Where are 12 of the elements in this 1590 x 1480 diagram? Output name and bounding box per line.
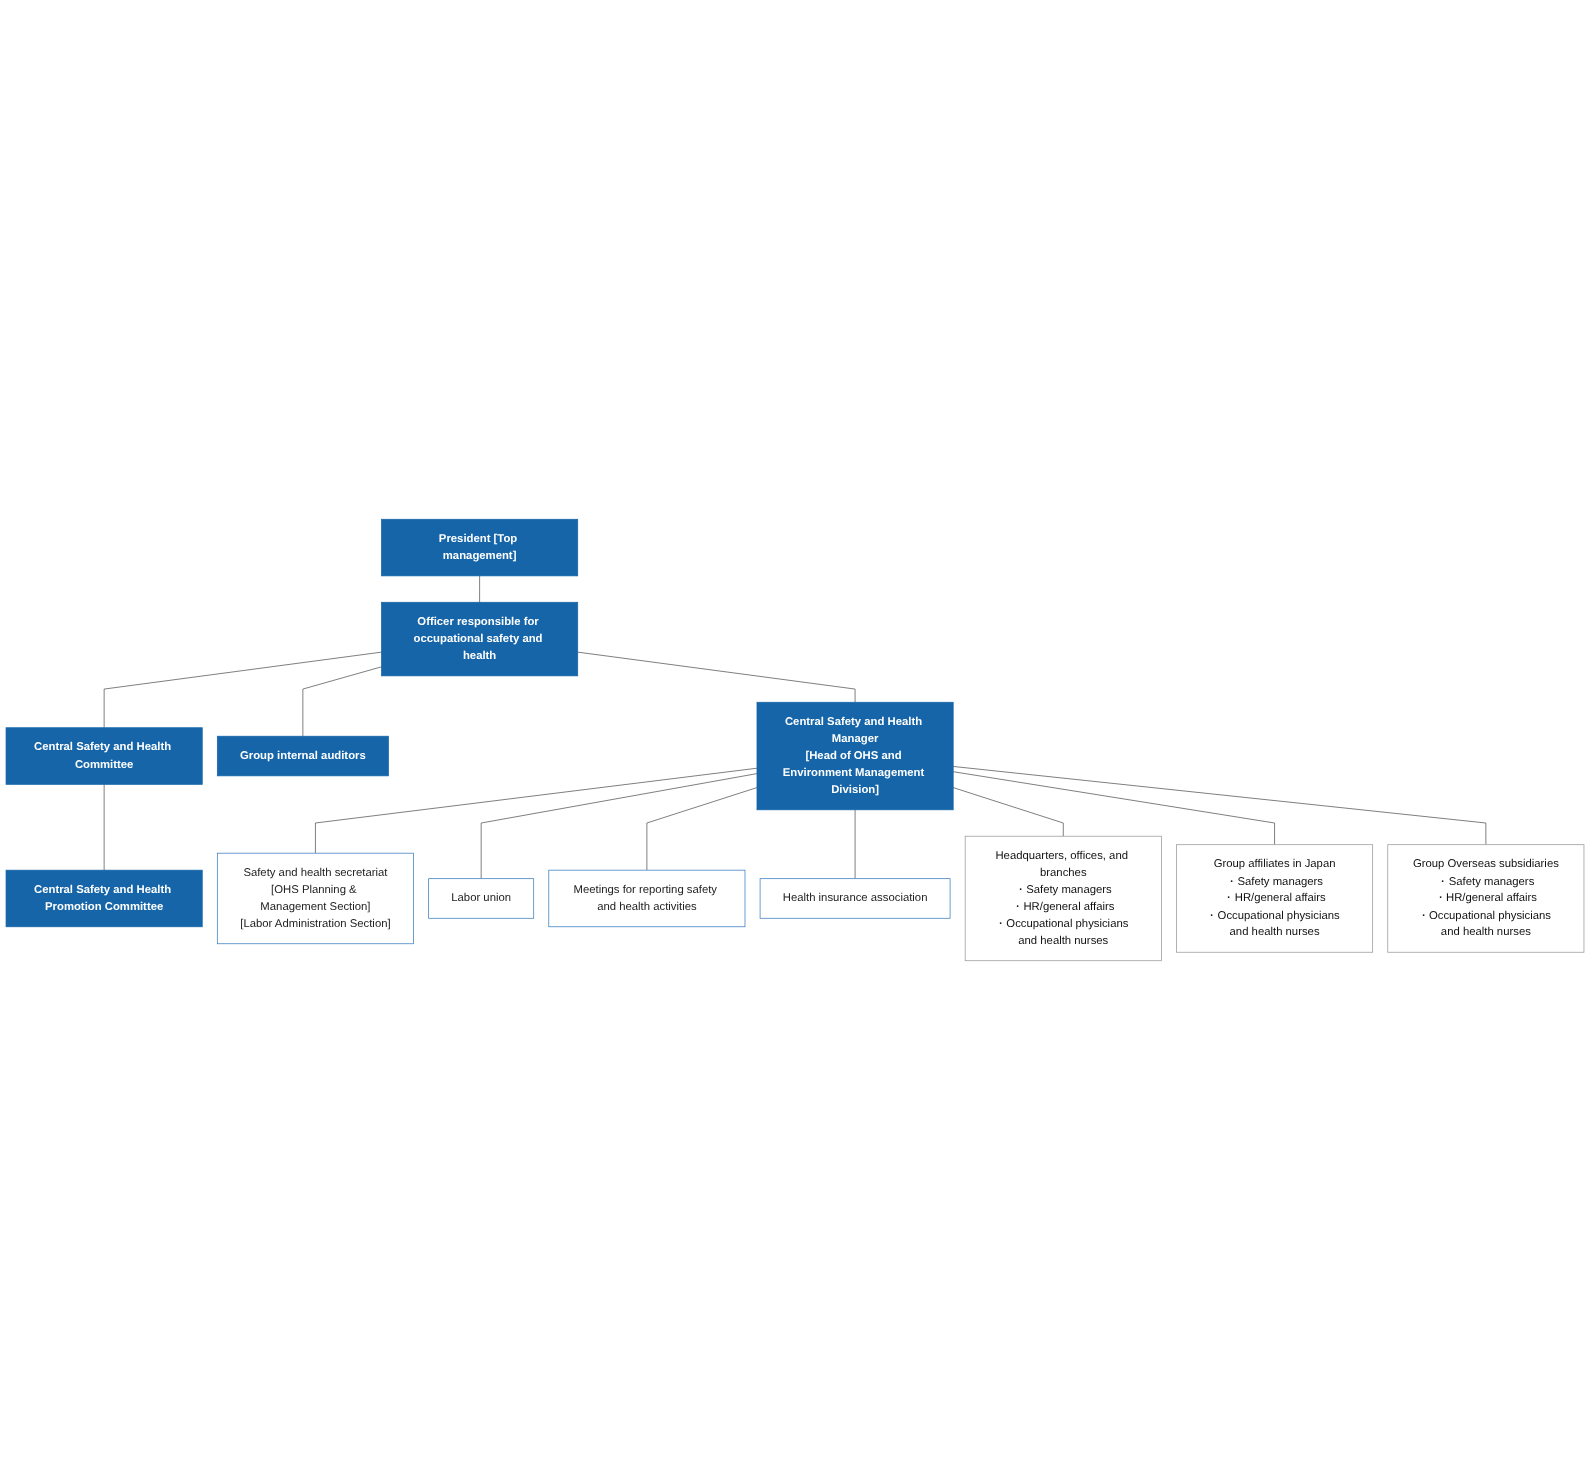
connector bbox=[103, 783, 105, 871]
connector bbox=[646, 787, 758, 871]
connector bbox=[952, 787, 1064, 837]
connector bbox=[479, 575, 480, 603]
connector bbox=[103, 651, 382, 729]
connector bbox=[952, 771, 1275, 846]
connector bbox=[952, 766, 1487, 846]
connector bbox=[302, 666, 382, 737]
connector bbox=[577, 651, 856, 703]
connector bbox=[480, 773, 758, 880]
connector bbox=[854, 809, 856, 880]
connector bbox=[315, 767, 758, 854]
